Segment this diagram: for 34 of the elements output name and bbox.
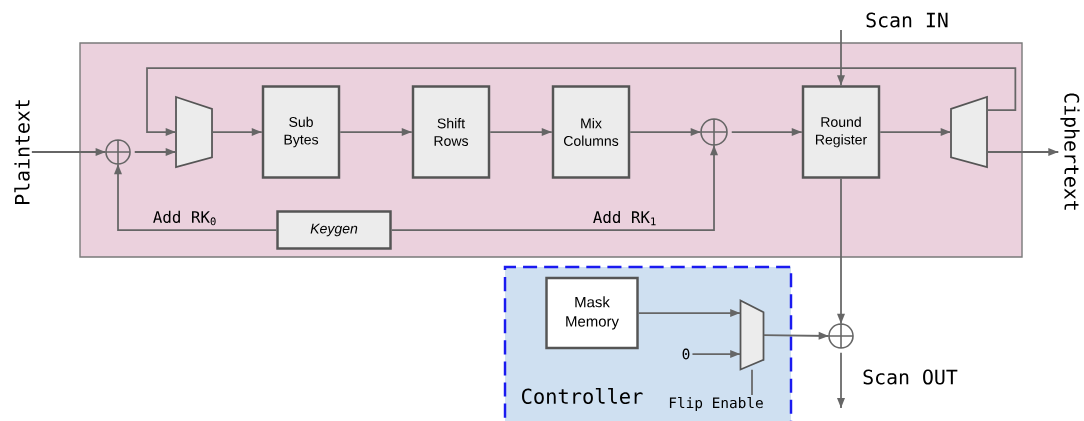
process-box: Keygen bbox=[276, 210, 392, 250]
arrow bbox=[837, 351, 845, 409]
arrow bbox=[114, 163, 278, 231]
xor-symbol bbox=[828, 323, 854, 349]
xor-symbol bbox=[700, 118, 728, 146]
signal-label: Scan IN bbox=[866, 12, 948, 28]
arrow bbox=[879, 128, 952, 136]
process-box: Round Register bbox=[801, 85, 881, 179]
arrow bbox=[339, 128, 413, 136]
arrow bbox=[146, 67, 1017, 136]
arrow bbox=[390, 144, 718, 231]
io-label: Ciphertext bbox=[1060, 93, 1080, 210]
arrow bbox=[837, 177, 845, 325]
arrow bbox=[730, 128, 803, 136]
signal-label: Flip Enable bbox=[669, 397, 763, 411]
arrow bbox=[837, 29, 845, 87]
edge-label: Add RK$_{1}$ bbox=[591, 209, 659, 227]
arrow bbox=[763, 331, 830, 340]
arrow bbox=[986, 148, 1060, 156]
xor-symbol bbox=[105, 139, 131, 165]
memory-box: Mask Memory bbox=[545, 276, 639, 350]
io-label: Plaintext bbox=[14, 100, 30, 204]
process-box: Sub Bytes bbox=[261, 85, 341, 179]
arrow bbox=[133, 148, 177, 156]
arrow bbox=[691, 350, 742, 358]
signal-label: 0 bbox=[682, 348, 690, 360]
process-box: Shift Rows bbox=[411, 85, 491, 179]
arrow bbox=[30, 148, 107, 156]
arrow bbox=[211, 128, 263, 136]
signal-label: Scan OUT bbox=[863, 369, 958, 385]
arrow bbox=[629, 128, 702, 136]
process-box: Mix Columns bbox=[551, 85, 631, 179]
arrow bbox=[489, 128, 553, 136]
arrow bbox=[637, 309, 742, 317]
